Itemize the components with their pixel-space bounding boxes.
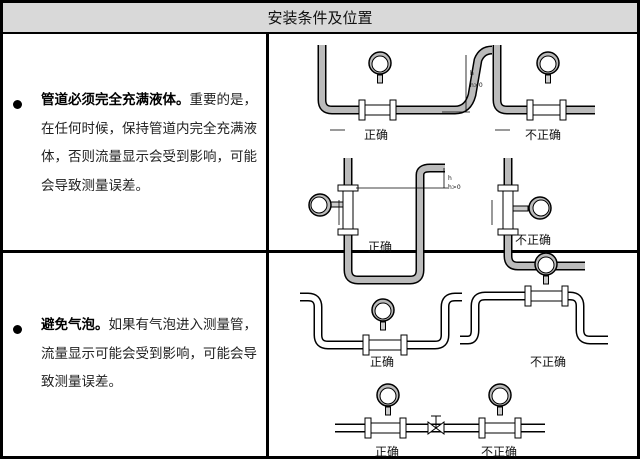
label-correct: 正确: [375, 445, 399, 459]
row-description: 管道必须完全充满液体。重要的是，在任何时候，保持管道内完全充满液体，否则流量显示…: [41, 86, 263, 200]
flowmeter-correct: [364, 383, 407, 439]
label-incorrect: 不正确: [530, 355, 566, 369]
valve-icon: [427, 415, 445, 435]
label-incorrect: 不正确: [525, 128, 561, 142]
flowmeter-incorrect: [478, 383, 522, 439]
h-label: h: [448, 175, 452, 182]
row-avoid-bubbles: 避免气泡。如果有气泡进入测量管，流量显示可能会受到影响，可能会导致测量误差。: [0, 253, 640, 459]
row-description: 避免气泡。如果有气泡进入测量管，流量显示可能会受到影响，可能会导致测量误差。: [41, 311, 263, 397]
flowmeter-correct: [362, 298, 408, 356]
h-condition-label: h>0: [448, 184, 461, 191]
row-heading: 管道必须完全充满液体。: [41, 92, 190, 108]
h-label: h: [470, 70, 474, 77]
column-divider: [266, 253, 269, 456]
label-correct: 正确: [370, 355, 394, 369]
flowmeter-incorrect: [497, 184, 552, 236]
column-divider: [266, 34, 269, 250]
row-text: 如果有气泡进入测量管，流量显示可能会受到影响，可能会导致测量误差。: [41, 317, 257, 390]
row-heading: 避免气泡。: [41, 317, 109, 333]
table-header: 安装条件及位置: [0, 0, 640, 34]
row-text: 重要的是，在任何时候，保持管道内完全充满液体，否则流量显示会受到影响，可能会导致…: [41, 92, 257, 194]
height-annotation: [330, 55, 510, 225]
label-incorrect: 不正确: [515, 233, 551, 247]
flowmeter-incorrect: [524, 252, 569, 307]
label-correct: 正确: [368, 240, 392, 254]
h-condition-label: h>0: [470, 82, 483, 89]
bullet-icon: [13, 325, 22, 334]
flowmeter-incorrect: [526, 51, 567, 121]
row-full-pipe: 管道必须完全充满液体。重要的是，在任何时候，保持管道内完全充满液体，否则流量显示…: [0, 34, 640, 253]
flowmeter-correct: [308, 184, 359, 236]
label-correct: 正确: [364, 128, 388, 142]
bullet-icon: [13, 100, 22, 109]
label-incorrect: 不正确: [481, 445, 517, 459]
flowmeter-correct: [358, 51, 397, 121]
